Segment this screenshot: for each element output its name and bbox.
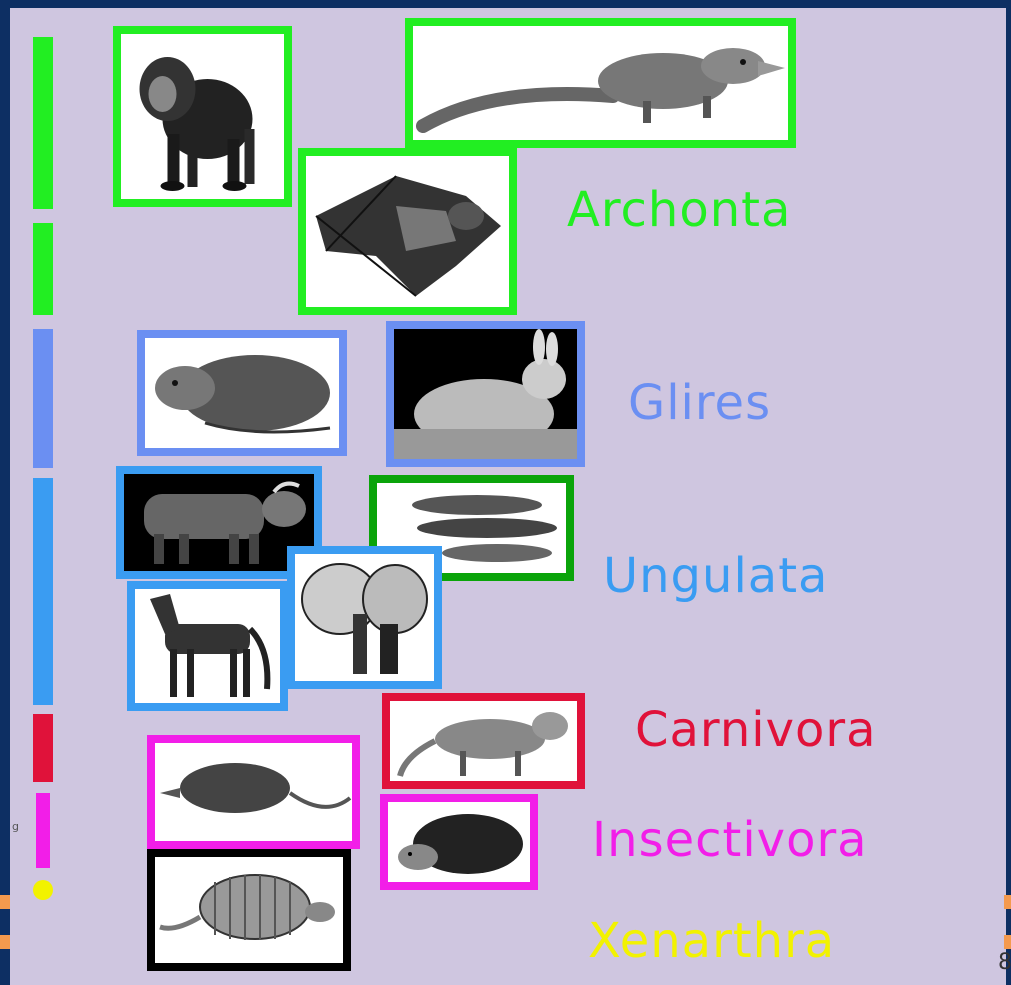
rat-image bbox=[137, 330, 347, 456]
horse-image bbox=[127, 581, 288, 711]
right-orange-strip bbox=[1004, 895, 1011, 909]
ungulata-label: Ungulata bbox=[603, 548, 828, 604]
tree-shrew-image bbox=[405, 18, 796, 148]
left-edge-fragment: g bbox=[12, 820, 19, 833]
shrew-image bbox=[147, 735, 360, 849]
insectivora-label: Insectivora bbox=[592, 812, 868, 868]
cat-image bbox=[382, 693, 585, 789]
cat-illustration bbox=[390, 701, 577, 781]
bat-image bbox=[298, 148, 517, 315]
carnivora-bar bbox=[33, 714, 53, 782]
rabbit-illustration bbox=[394, 329, 577, 459]
xenarthra-dot bbox=[33, 880, 53, 900]
hedgehog-illustration bbox=[388, 802, 530, 882]
shrew-illustration bbox=[155, 743, 352, 841]
archonta-bar-2 bbox=[33, 223, 53, 315]
archonta-bar-1 bbox=[33, 37, 53, 209]
rabbit-image bbox=[386, 321, 585, 467]
ungulata-bar bbox=[33, 478, 53, 705]
right-edge-fragment: 8 bbox=[998, 950, 1011, 975]
tree-shrew-illustration bbox=[413, 26, 788, 140]
insectivora-bar bbox=[36, 793, 50, 868]
bull-illustration bbox=[124, 474, 314, 571]
horse-illustration bbox=[135, 589, 280, 703]
mandrill-illustration bbox=[121, 34, 284, 199]
archonta-label: Archonta bbox=[567, 182, 791, 238]
right-orange-strip-2 bbox=[1004, 935, 1011, 949]
left-orange-strip-2 bbox=[0, 935, 10, 949]
glires-label: Glires bbox=[628, 375, 771, 431]
armadillo-illustration bbox=[155, 857, 343, 963]
elephant-image bbox=[287, 546, 442, 689]
xenarthra-label: Xenarthra bbox=[588, 913, 835, 969]
rat-illustration bbox=[145, 338, 339, 448]
hedgehog-image bbox=[380, 794, 538, 890]
bat-illustration bbox=[306, 156, 509, 307]
armadillo-image bbox=[147, 849, 351, 971]
carnivora-label: Carnivora bbox=[635, 702, 877, 758]
elephant-illustration bbox=[295, 554, 434, 681]
left-orange-strip bbox=[0, 895, 10, 909]
mandrill-image bbox=[113, 26, 292, 207]
glires-bar bbox=[33, 329, 53, 468]
